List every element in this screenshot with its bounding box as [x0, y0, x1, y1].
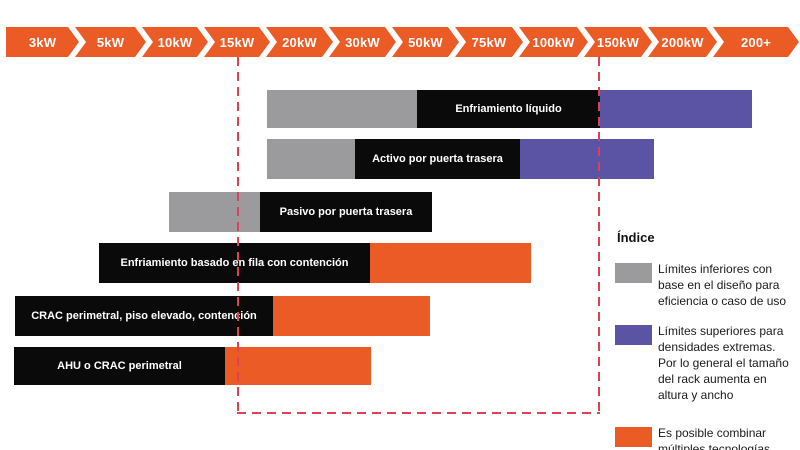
- highlight-bottom-edge: [237, 412, 600, 414]
- axis-tick-15kW: 15kW: [204, 27, 270, 57]
- legend-item-text: Límites superiores para densidades extre…: [658, 324, 789, 402]
- bar-segment-black-row-3: [260, 192, 432, 232]
- highlight-right-edge: [598, 57, 600, 412]
- legend-item-gray: Límites inferiores con base en el diseño…: [615, 261, 793, 309]
- bar-label: Pasivo por puerta trasera: [279, 205, 413, 218]
- legend-swatch-purple: [615, 325, 652, 345]
- bar-segment-purple-row-2: [520, 139, 654, 179]
- bar-segment-gray-row-1: [267, 90, 417, 128]
- axis-tick-30kW: 30kW: [329, 27, 396, 57]
- legend-item-text: Límites inferiores con base en el diseño…: [658, 262, 787, 308]
- axis-tick-150kW: 150kW: [584, 27, 652, 57]
- bar-segment-gray-row-2: [267, 139, 355, 179]
- legend-swatch-orange: [615, 427, 652, 447]
- legend-item-purple: Límites superiores para densidades extre…: [615, 323, 793, 403]
- axis-tick-5kW: 5kW: [75, 27, 146, 57]
- bar-label: Enfriamiento basado en fila con contenci…: [120, 256, 349, 269]
- bar-label: Enfriamiento líquido: [455, 102, 562, 115]
- highlight-left-edge: [237, 57, 239, 412]
- bar-segment-black-row-1: [417, 90, 600, 128]
- legend-item-text: Es posible combinar múltiples tecnología…: [658, 426, 771, 450]
- bar-label: AHU o CRAC perimetral: [57, 359, 182, 372]
- legend-items: Límites inferiores con base en el diseño…: [615, 261, 793, 450]
- bar-segment-orange-row-6: [225, 347, 371, 385]
- axis-tick-3kW: 3kW: [6, 27, 79, 57]
- bar-segment-purple-row-1: [600, 90, 752, 128]
- bar-segment-black-row-5: [15, 296, 273, 336]
- legend-swatch-gray: [615, 263, 652, 283]
- bar-segment-gray-row-3: [169, 192, 260, 232]
- axis-tick-75kW: 75kW: [455, 27, 523, 57]
- legend: Índice Límites inferiores con base en el…: [615, 230, 793, 450]
- bar-segment-black-row-6: [14, 347, 225, 385]
- axis-tick-50kW: 50kW: [392, 27, 459, 57]
- bar-label: CRAC perimetral, piso elevado, contenció…: [31, 309, 257, 322]
- axis-tick-200plus: 200+: [713, 27, 799, 57]
- bar-segment-black-row-2: [355, 139, 520, 179]
- bar-segment-orange-row-4: [370, 243, 531, 283]
- bar-segment-black-row-4: [99, 243, 370, 283]
- axis-tick-20kW: 20kW: [266, 27, 333, 57]
- legend-item-orange: Es posible combinar múltiples tecnología…: [615, 425, 793, 450]
- bar-segment-orange-row-5: [273, 296, 430, 336]
- axis-tick-10kW: 10kW: [142, 27, 208, 57]
- bar-label: Activo por puerta trasera: [372, 152, 503, 165]
- axis-tick-200kW: 200kW: [648, 27, 717, 57]
- axis-tick-100kW: 100kW: [519, 27, 588, 57]
- legend-title: Índice: [617, 230, 655, 245]
